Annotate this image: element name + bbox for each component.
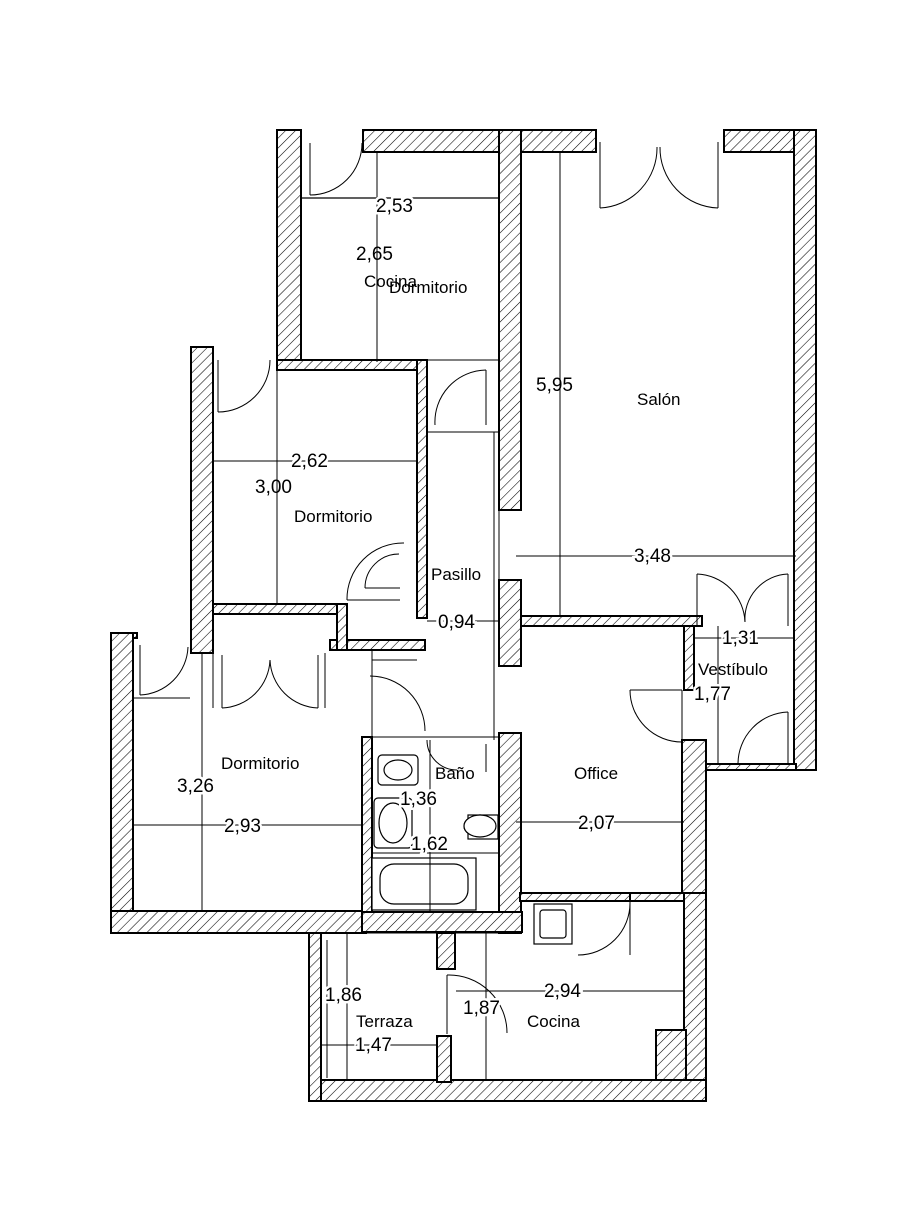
wall — [110, 910, 367, 934]
dimension-label: 1,62 — [411, 834, 448, 855]
dimension-label: 3,48 — [634, 546, 671, 567]
dimension-label: 2,94 — [544, 981, 581, 1002]
door-swing — [629, 689, 683, 743]
dimension-label: 5,95 — [536, 375, 573, 396]
wall — [436, 1035, 452, 1083]
wall — [793, 129, 817, 771]
room-label-dormitorio-top: Dormitorio — [389, 278, 467, 297]
wall — [212, 603, 344, 615]
dimension-label: 2,53 — [376, 196, 413, 217]
wall — [683, 625, 695, 691]
door-swing — [696, 573, 746, 623]
door-swing — [659, 142, 719, 209]
wall — [681, 739, 707, 901]
wall — [308, 1079, 707, 1102]
room-label-terraza: Terraza — [356, 1012, 413, 1031]
wall — [436, 932, 456, 970]
wall — [132, 632, 138, 639]
dimension-label: 2,62 — [291, 451, 328, 472]
wall — [519, 892, 631, 902]
dimension-lines — [133, 152, 796, 1080]
room-label-dormitorio-mid: Dormitorio — [294, 507, 372, 526]
dimension-label: 2,65 — [356, 244, 393, 265]
room-label-dormitorio-bottom: Dormitorio — [221, 754, 299, 773]
room-label-salon: Salón — [637, 390, 680, 409]
wall — [705, 763, 797, 771]
wall — [498, 129, 522, 511]
room-label-cocina-overlap: Cocina — [364, 272, 417, 291]
door-swing — [744, 573, 789, 623]
wall — [336, 603, 348, 651]
door-swing — [369, 675, 426, 732]
room-label-office: Office — [574, 764, 618, 783]
door-swing — [346, 542, 405, 601]
dimension-label: 1,47 — [355, 1035, 392, 1056]
wall — [498, 732, 522, 934]
wall — [361, 736, 373, 918]
wall — [498, 579, 522, 667]
door-swing — [139, 646, 189, 696]
dimension-label: 1,77 — [694, 684, 731, 705]
dimension-label: 0,94 — [438, 612, 475, 633]
dimension-label: 2,07 — [578, 813, 615, 834]
wall — [655, 1029, 687, 1081]
dimension-label: 3,26 — [177, 776, 214, 797]
wall — [416, 359, 428, 619]
room-label-bano: Baño — [435, 764, 475, 783]
wall — [520, 129, 597, 153]
wall — [519, 615, 703, 627]
wall — [308, 932, 322, 1102]
room-labels: Dormitorio Cocina Salón Dormitorio Pasil… — [221, 272, 768, 1031]
door-swing — [599, 142, 658, 209]
walls — [110, 129, 817, 1102]
room-label-vestibulo: Vestíbulo — [698, 660, 768, 679]
wall — [361, 911, 523, 933]
door-swing — [269, 655, 319, 709]
door-swing — [309, 142, 363, 196]
dimension-label: 1,87 — [463, 998, 500, 1019]
door-swing — [577, 902, 631, 956]
fixtures — [371, 754, 573, 945]
door-swing — [737, 711, 789, 765]
dimension-labels: 2,53 2,65 5,95 2,62 3,00 3,48 0,94 1,31 … — [175, 194, 762, 1059]
door-swing — [434, 369, 487, 426]
wall — [110, 632, 134, 934]
wall — [329, 639, 426, 651]
door-swing — [426, 739, 458, 771]
interior-lines — [133, 197, 789, 1078]
wall — [190, 346, 214, 654]
room-label-pasillo: Pasillo — [431, 565, 481, 584]
dimension-label: 1,36 — [400, 789, 437, 810]
doors — [139, 142, 789, 1034]
door-swing — [217, 359, 271, 413]
room-label-cocina: Cocina — [527, 1012, 580, 1031]
wall — [683, 892, 707, 1102]
wall — [276, 359, 428, 371]
wall — [276, 129, 302, 368]
dimension-label: 3,00 — [255, 477, 292, 498]
dimension-label: 2,93 — [224, 816, 261, 837]
door-swing — [221, 655, 271, 709]
door-swing — [364, 553, 400, 589]
dimension-label: 1,86 — [325, 985, 362, 1006]
dimension-label: 1,31 — [722, 628, 759, 649]
